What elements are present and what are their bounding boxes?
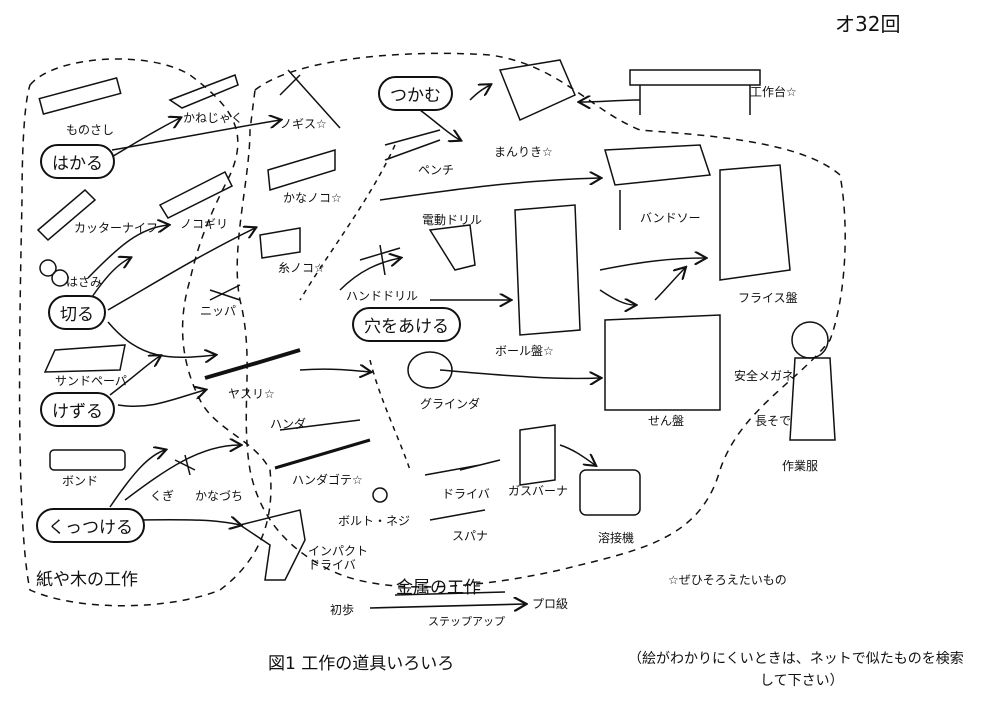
paper-wood-boundary	[18, 58, 272, 607]
verb-hakaru: はかる	[40, 144, 115, 179]
label-spanner: スパナ	[452, 529, 489, 543]
label-itonoko: 糸ノコ☆	[278, 261, 325, 275]
label-yasuri: ヤスリ☆	[228, 387, 275, 401]
verb-kezuru: けずる	[40, 392, 115, 427]
label-kousakudai: 工作台☆	[750, 85, 797, 99]
label-boltneji: ボルト・ネジ	[338, 514, 411, 528]
label-impact: インパクト ドライバ	[308, 544, 369, 573]
label-handagote: ハンダゴテ☆	[292, 473, 363, 487]
progress-stepup: ステップアップ	[428, 615, 505, 628]
label-kugi: くぎ	[150, 489, 175, 503]
label-yousetsuki: 溶接機	[598, 531, 635, 545]
label-driver: ドライバ	[442, 487, 490, 501]
label-gasburner: ガスバーナ	[508, 484, 569, 498]
region-paper-wood: 紙や木の工作	[36, 570, 138, 590]
label-kanonoko: かなノコ☆	[283, 191, 342, 205]
progress-pro: プロ級	[532, 597, 569, 611]
tool-sketches	[36, 59, 836, 581]
label-bond: ボンド	[62, 474, 99, 488]
legend-star: ☆ぜひそろえたいもの	[668, 573, 787, 587]
metal-boundary	[236, 52, 846, 588]
note-line-2: して下さい）	[760, 673, 844, 689]
region-metal: 金属の工作	[396, 578, 481, 598]
verb-kiru: 切る	[48, 295, 106, 330]
label-grinder: グラインダ	[420, 397, 481, 411]
label-frais: フライス盤	[738, 291, 798, 305]
figure-caption: 図1 工作の道具いろいろ	[268, 654, 455, 674]
label-cutter: カッターナイフ	[74, 221, 159, 235]
label-nagasode: 長そで	[755, 414, 792, 428]
label-pench: ペンチ	[418, 163, 455, 177]
label-sandpaper: サンドペーパ	[55, 374, 127, 388]
label-kanazuchi: かなづち	[195, 489, 244, 503]
label-nokogiri: ノコギリ	[180, 217, 229, 231]
label-hasami: はさみ	[66, 275, 103, 289]
label-ballban: ボール盤☆	[495, 344, 554, 358]
verb-tsukamu: つかむ	[378, 76, 453, 111]
progress-beginner: 初歩	[330, 603, 355, 617]
label-handa: ハンダ	[270, 417, 307, 431]
label-dendoudrill: 電動ドリル	[422, 213, 483, 227]
label-nogisu: ノギス☆	[280, 117, 327, 131]
label-nippa: ニッパ	[200, 304, 237, 318]
label-anzen: 安全メガネ	[734, 369, 795, 383]
verb-kuttsukeru: くっつける	[36, 508, 145, 543]
label-bandsaw: バンドソー	[640, 211, 701, 225]
label-kanejaku: かねじゃく	[183, 111, 244, 125]
label-manriki: まんりき☆	[494, 145, 553, 159]
label-senban: せん盤	[648, 414, 685, 428]
label-sagyoufuku: 作業服	[782, 459, 819, 473]
verb-ana: 穴をあける	[352, 307, 461, 342]
issue-number: オ32回	[835, 12, 901, 36]
label-handdrill: ハンドドリル	[346, 289, 419, 303]
note-line-1: （絵がわかりにくいときは、ネットで似たものを検索	[628, 651, 964, 667]
label-monosashi: ものさし	[66, 123, 115, 137]
